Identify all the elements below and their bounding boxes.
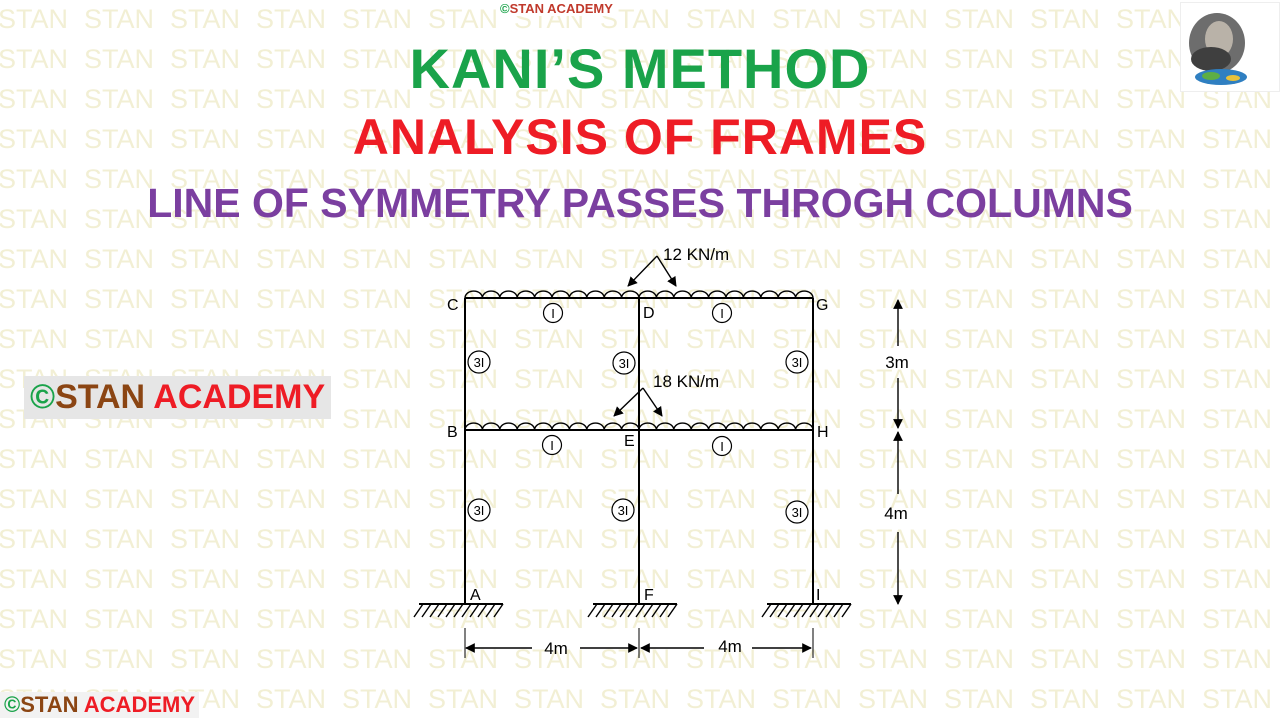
joint-label-A: A [470,587,481,604]
stiffness-marker-EH: I [711,435,733,457]
joint-label-D: D [643,305,655,322]
stiffness-marker-BE: I [541,434,563,456]
top-watermark-badge: ©STAN ACADEMY [496,1,617,16]
topic-heading: LINE OF SYMMETRY PASSES THROGH COLUMNS [147,180,1133,226]
fixed-support-I [761,603,852,618]
joint-label-C: C [447,297,459,314]
fixed-support-F [587,603,678,618]
svg-text:3I: 3I [619,356,630,371]
dimension-label-4m-vertical: 4m [884,504,908,523]
stiffness-marker-CD: I [542,302,564,324]
fixed-support-A [413,603,504,618]
load-label-top: 12 KN/m [663,245,729,264]
svg-text:3I: 3I [618,503,629,518]
svg-text:3I: 3I [474,355,485,370]
joint-label-I: I [816,587,820,604]
dimension-label-3m: 3m [885,353,909,372]
svg-text:3I: 3I [792,505,803,520]
stiffness-marker-HI: 3I [785,500,809,524]
dimension-label-4m-right: 4m [718,637,742,656]
joint-label-G: G [816,297,828,314]
svg-text:I: I [550,438,554,453]
channel-avatar [1180,2,1280,92]
page-title: KANI’S METHOD [409,37,871,100]
stiffness-marker-CB: 3I [467,350,491,374]
udl-middle-beam [464,422,814,431]
footer-badge: ©STAN ACADEMY [0,692,200,718]
stiffness-marker-DG: I [711,302,733,324]
stan-academy-badge: ©STAN ACADEMY [24,376,332,419]
load-arrow-middle [613,387,663,417]
stiffness-marker-DE: 3I [612,351,636,375]
joint-label-H: H [817,424,829,441]
udl-top-beam [464,290,814,299]
dimension-label-4m-left: 4m [544,639,568,658]
svg-text:3I: 3I [474,503,485,518]
svg-text:I: I [720,439,724,454]
stiffness-marker-BA: 3I [467,498,491,522]
svg-text:I: I [551,306,555,321]
svg-text:3I: 3I [792,355,803,370]
stiffness-marker-GH: 3I [785,350,809,374]
load-label-middle: 18 KN/m [653,372,719,391]
load-arrow-top [627,255,677,287]
joint-label-F: F [644,587,654,604]
stiffness-marker-EF: 3I [611,498,635,522]
joint-label-B: B [447,424,458,441]
svg-text:I: I [720,306,724,321]
joint-label-E: E [624,433,635,450]
page-subtitle: ANALYSIS OF FRAMES [352,109,928,165]
